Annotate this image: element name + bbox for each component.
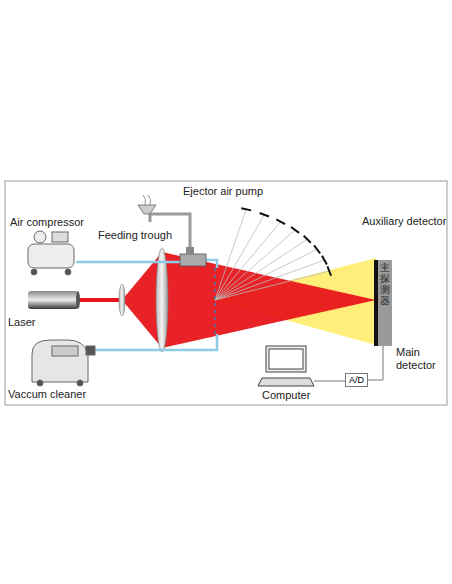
ad-converter-box: A/D (345, 373, 368, 387)
signal-wire (368, 346, 383, 380)
part-label: Main detector (396, 346, 448, 371)
part-label: Auxiliary detector (362, 215, 446, 228)
part-label: Feeding trough (98, 229, 172, 242)
main-detector: 主探测器Main detector (374, 260, 392, 346)
part-label: Air compressor (10, 216, 84, 229)
part-label: Ejector air pump (183, 185, 263, 198)
box-label: A/D (349, 375, 364, 385)
part-label: Computer (262, 389, 310, 402)
vertical-label: 主探测器 (380, 262, 390, 306)
part-label: Vaccum cleaner (8, 388, 86, 401)
part-label: Laser (8, 316, 36, 329)
